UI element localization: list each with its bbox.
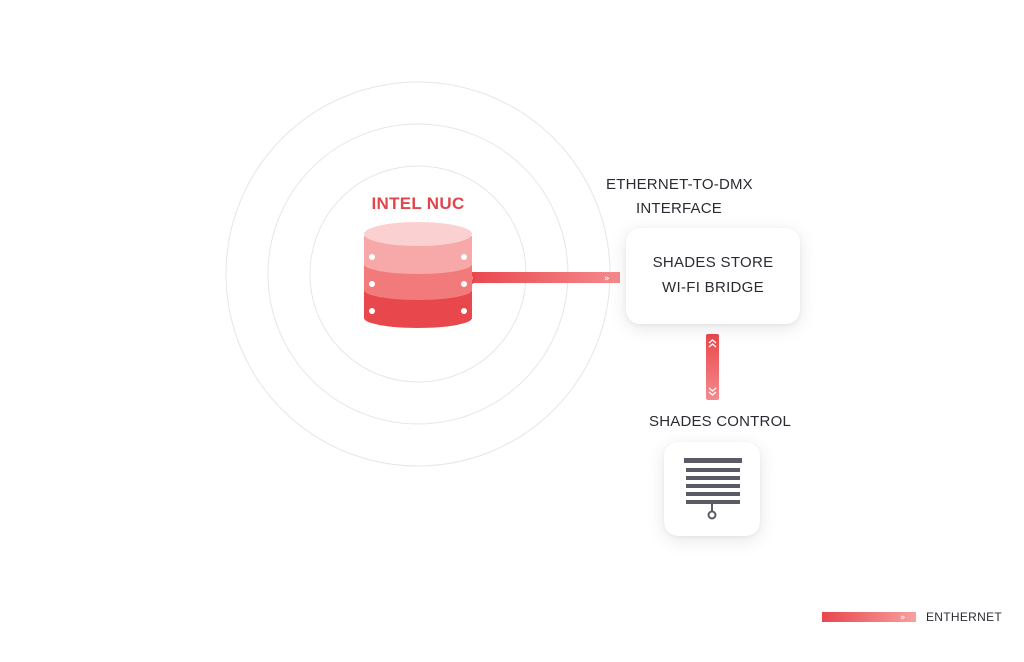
connector-nuc-to-bridge: » bbox=[460, 270, 620, 286]
chevron-down-icon bbox=[708, 387, 717, 396]
window-shade-icon bbox=[684, 458, 742, 520]
shades-control-label: SHADES CONTROL bbox=[649, 413, 791, 430]
bridge-label-line1: SHADES STORE bbox=[652, 254, 774, 271]
bridge-card: SHADES STORE WI-FI BRIDGE bbox=[626, 228, 800, 324]
legend-chevrons-icon: » bbox=[900, 613, 906, 623]
nuc-title: INTEL NUC bbox=[371, 194, 465, 213]
legend-line: » bbox=[822, 612, 916, 623]
arrow-chevrons-icon: » bbox=[604, 274, 610, 284]
chevron-up-icon bbox=[708, 339, 717, 348]
connector-bridge-to-control bbox=[706, 334, 719, 400]
ethernet-dmx-label-line1: ETHERNET-TO-DMX bbox=[606, 176, 753, 193]
server-stack-icon bbox=[364, 222, 472, 328]
legend-label: ENTHERNET bbox=[926, 610, 1003, 624]
bridge-label-line2: WI-FI BRIDGE bbox=[662, 279, 764, 296]
ethernet-dmx-label-line2: INTERFACE bbox=[636, 200, 722, 217]
shades-control-card bbox=[664, 442, 760, 536]
